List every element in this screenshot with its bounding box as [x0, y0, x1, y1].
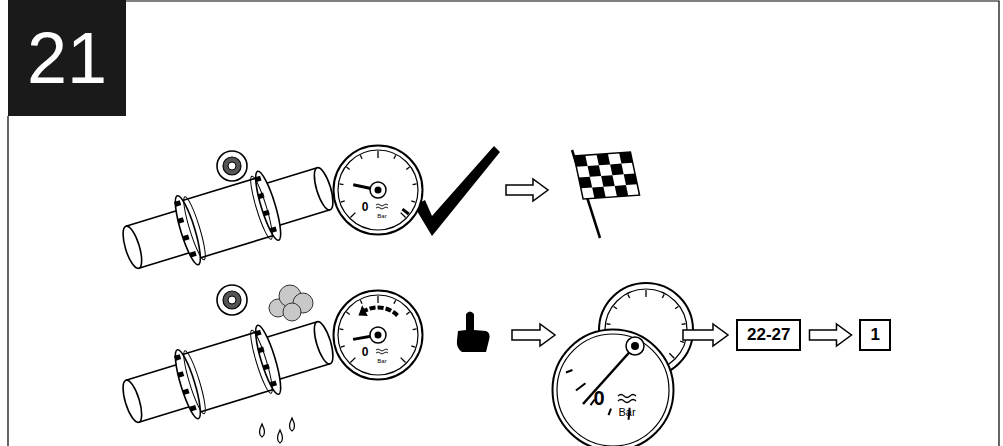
- flag-square: [615, 185, 629, 197]
- pressure-gauge: 0Bar: [551, 328, 675, 446]
- leak-drips: [260, 418, 295, 443]
- flag-square: [597, 154, 611, 166]
- wave-symbol: [376, 204, 388, 209]
- gauge-drawing: [332, 144, 424, 236]
- gauge-unit: Bar: [618, 407, 635, 418]
- flag-square: [579, 177, 593, 189]
- pipe-coupling: [115, 152, 341, 283]
- pipe-coupling: [115, 306, 341, 437]
- pressure-gauge: 0Bar: [332, 144, 424, 236]
- gauge-hub: [370, 327, 386, 343]
- gauge-face: [553, 330, 674, 446]
- frame: [8, 1, 999, 446]
- flag-square: [624, 174, 638, 186]
- gauge-zero: 0: [593, 388, 604, 408]
- finish-flag: [572, 150, 640, 238]
- drop-arrow: [364, 307, 397, 315]
- gauge-face: [334, 291, 423, 380]
- flag-square: [574, 155, 588, 167]
- flag-cloth: [574, 152, 640, 199]
- step-number: 21: [8, 0, 126, 116]
- leak-puff: [269, 285, 313, 321]
- gauge-zero: 0: [362, 201, 369, 213]
- hollow-arrow: [506, 179, 548, 201]
- check-mark: [414, 146, 500, 236]
- wave-symbol: [376, 349, 388, 354]
- flag-square: [592, 187, 606, 199]
- flag-square: [601, 175, 615, 187]
- gauge-drawing: [551, 328, 675, 446]
- hollow-arrow: [512, 324, 555, 346]
- step-reference: 1: [870, 325, 879, 344]
- hollow-arrow: [683, 324, 728, 346]
- gauge-unit: Bar: [377, 358, 386, 364]
- flag-square: [610, 164, 624, 176]
- flag-square: [619, 152, 633, 164]
- gauge-needle: [583, 346, 635, 404]
- gauge-face: [334, 146, 423, 235]
- hollow-arrow: [809, 324, 851, 346]
- hollow-arrow: [506, 179, 555, 346]
- step-reference-box: 1: [859, 319, 890, 351]
- gauge-drawing: [332, 289, 424, 381]
- gauge-badge: [217, 151, 247, 315]
- step-reference-box: 22-27: [736, 319, 801, 351]
- gauge-hub: [370, 182, 386, 198]
- flag-square: [588, 165, 602, 177]
- gauge-zero: 0: [362, 346, 369, 358]
- pointing-hand: [457, 312, 490, 353]
- wave-symbol: [618, 395, 636, 403]
- gauge-unit: Bar: [377, 213, 386, 219]
- pressure-gauge: 0Bar: [332, 289, 424, 381]
- step-reference: 22-27: [747, 325, 790, 344]
